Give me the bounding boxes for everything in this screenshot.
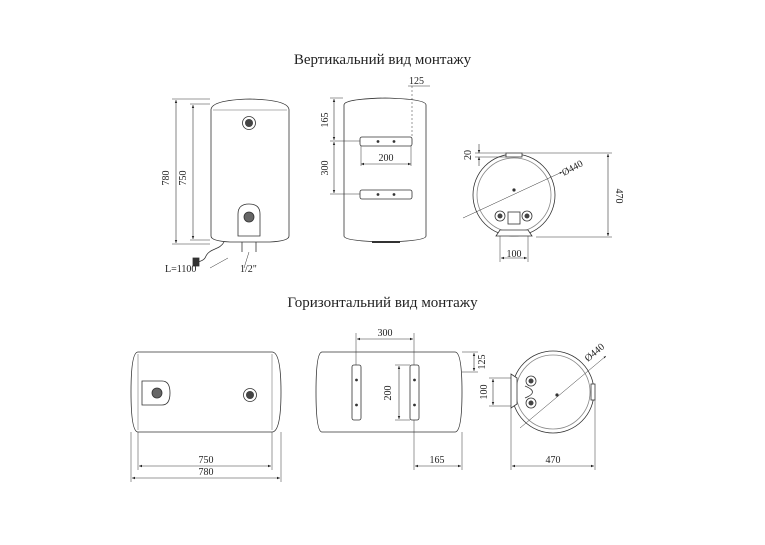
horizontal-end-view	[489, 350, 607, 470]
dim-bracket-height: 200	[383, 386, 394, 401]
wall-mount-end	[590, 383, 596, 401]
dim-wall-gap: 20	[463, 150, 474, 160]
tank-body-side-horizontal	[315, 351, 463, 433]
dim-depth-horizontal: 470	[546, 455, 561, 466]
dim-height-total: 780	[161, 171, 172, 186]
dim-side-offset: 125	[477, 355, 488, 370]
upper-bracket	[359, 136, 413, 147]
tank-body-front	[210, 98, 290, 243]
dim-foot-horizontal: 100	[479, 385, 490, 400]
dim-diameter-horizontal: Ø440	[583, 342, 607, 365]
thermostat-knob-horizontal-icon	[243, 388, 257, 402]
tank-circle-end	[511, 350, 595, 434]
dim-top-offset: 125	[409, 76, 424, 87]
right-bracket	[409, 364, 420, 421]
dim-bottom-offset: 165	[430, 455, 445, 466]
wall-mount-top	[505, 152, 523, 158]
dim-length-total: 780	[199, 467, 214, 478]
dim-length-body: 750	[199, 455, 214, 466]
horizontal-side-view	[315, 333, 478, 470]
tank-body-side	[343, 97, 427, 243]
dim-pipe-size: 1/2"	[240, 264, 257, 275]
mounting-foot	[495, 229, 533, 237]
vertical-side-view	[330, 85, 430, 243]
power-plug-icon	[192, 257, 200, 267]
horizontal-mount-title: Горизонтальний вид монтажу	[287, 295, 478, 311]
dim-depth-vertical: 470	[613, 189, 624, 204]
vertical-top-view	[462, 144, 612, 262]
dim-bracket-spacing: 300	[320, 161, 331, 176]
dim-foot-vertical: 100	[507, 249, 522, 260]
dim-bracket-width: 200	[379, 153, 394, 164]
dim-bracket-top: 165	[320, 113, 331, 128]
mounting-foot-end	[510, 373, 518, 409]
horizontal-front-view	[130, 351, 282, 482]
dim-diameter-vertical: Ø440	[560, 158, 585, 178]
vertical-mount-title: Вертикальний вид монтажу	[293, 52, 472, 68]
lower-bracket	[359, 189, 413, 200]
control-panel-icon	[237, 203, 261, 237]
dim-bracket-spacing-horizontal: 300	[378, 328, 393, 339]
thermostat-knob-icon	[242, 116, 256, 130]
left-bracket	[351, 364, 362, 421]
dim-height-body: 750	[178, 171, 189, 186]
dim-cable-length: L=1100	[165, 264, 196, 275]
control-panel-horizontal-icon	[141, 380, 171, 406]
power-cable	[195, 241, 225, 263]
vertical-front-view	[172, 98, 290, 269]
